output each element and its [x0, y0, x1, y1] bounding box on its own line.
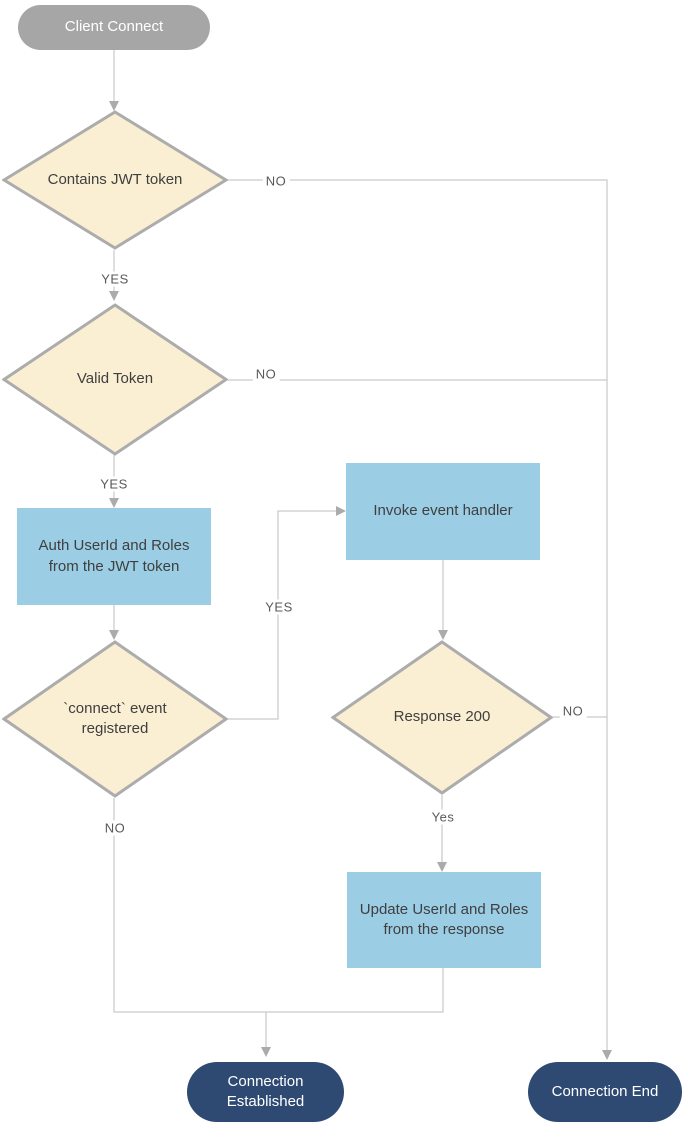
process-auth-userid-label: Auth UserId and Roles from the JWT token — [38, 537, 190, 575]
terminator-connection-end: Connection End — [528, 1062, 682, 1122]
process-update-userid: Update UserId and Roles from the respons… — [347, 872, 541, 968]
edge-label-response-200-yes: Yes — [428, 809, 458, 825]
process-update-userid-label: Update UserId and Roles from the respons… — [359, 900, 529, 938]
terminator-client-connect: Client Connect — [18, 5, 210, 50]
diamond-shape — [2, 110, 228, 250]
terminator-connection-established-label: Connection Established — [226, 1072, 305, 1110]
diamond-shape — [2, 640, 228, 798]
edge-label-connect-event-no: NO — [101, 820, 129, 836]
diamond-shape — [2, 303, 228, 456]
decision-connect-event: `connect` event registered — [2, 640, 228, 798]
decision-response-200-label: Response 200 — [393, 708, 491, 726]
terminator-connection-established: Connection Established — [187, 1062, 344, 1122]
edge-label-response-200-no: NO — [559, 703, 587, 719]
edge-label-connect-event-yes: YES — [262, 599, 296, 615]
decision-contains-jwt: Contains JWT token — [2, 110, 228, 250]
edge-label-contains-jwt-yes: YES — [98, 271, 132, 287]
edge-label-contains-jwt-no: NO — [262, 173, 290, 189]
process-invoke-handler-label: Invoke event handler — [373, 502, 513, 520]
terminator-client-connect-label: Client Connect — [64, 18, 164, 36]
decision-response-200: Response 200 — [331, 640, 553, 795]
decision-contains-jwt-label: Contains JWT token — [47, 170, 183, 188]
terminator-connection-end-label: Connection End — [551, 1082, 659, 1100]
decision-connect-event-label: `connect` event registered — [63, 699, 167, 737]
edge-label-valid-token-no: NO — [252, 366, 280, 382]
arrowheads — [109, 101, 612, 1060]
process-auth-userid: Auth UserId and Roles from the JWT token — [17, 508, 211, 605]
process-invoke-handler: Invoke event handler — [346, 463, 540, 560]
decision-valid-token: Valid Token — [2, 303, 228, 456]
edge-label-valid-token-yes: YES — [97, 476, 131, 492]
decision-valid-token-label: Valid Token — [76, 370, 154, 388]
diamond-shape — [331, 640, 553, 795]
